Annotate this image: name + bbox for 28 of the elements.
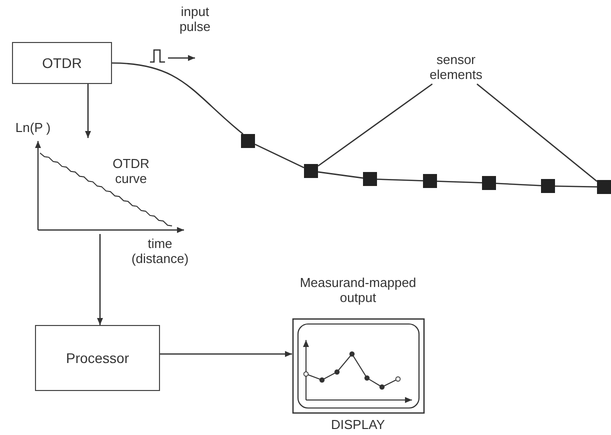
arrow <box>85 84 91 138</box>
optical-fiber <box>376 178 424 182</box>
sensor-element <box>304 164 318 178</box>
sensor-element <box>541 179 555 193</box>
optical-fiber <box>254 144 304 168</box>
arrow <box>160 351 292 357</box>
optical-fiber <box>496 182 542 186</box>
caption-text: Measurand-mapped output <box>298 275 418 305</box>
sensor-element <box>597 180 611 194</box>
sensor-element <box>241 134 255 148</box>
sensor-element <box>482 176 496 190</box>
axis-label: time (distance) <box>130 236 190 266</box>
optical-fiber <box>318 171 364 179</box>
leader-line <box>318 83 433 166</box>
sensor-element <box>423 174 437 188</box>
optical-fiber <box>112 62 244 134</box>
arrow <box>97 234 103 325</box>
sensor-element <box>363 172 377 186</box>
process-box: OTDR <box>12 42 112 84</box>
optical-fiber <box>436 180 482 184</box>
leader-line <box>476 84 598 182</box>
process-box: Processor <box>35 325 160 391</box>
caption-text: DISPLAY <box>330 417 386 432</box>
callout-text: sensor elements <box>418 50 494 84</box>
optical-fiber <box>554 185 598 188</box>
annotation-text: input pulse <box>178 4 212 34</box>
axis-label: Ln(P ) <box>14 120 52 135</box>
plot-title: OTDR curve <box>112 156 150 186</box>
